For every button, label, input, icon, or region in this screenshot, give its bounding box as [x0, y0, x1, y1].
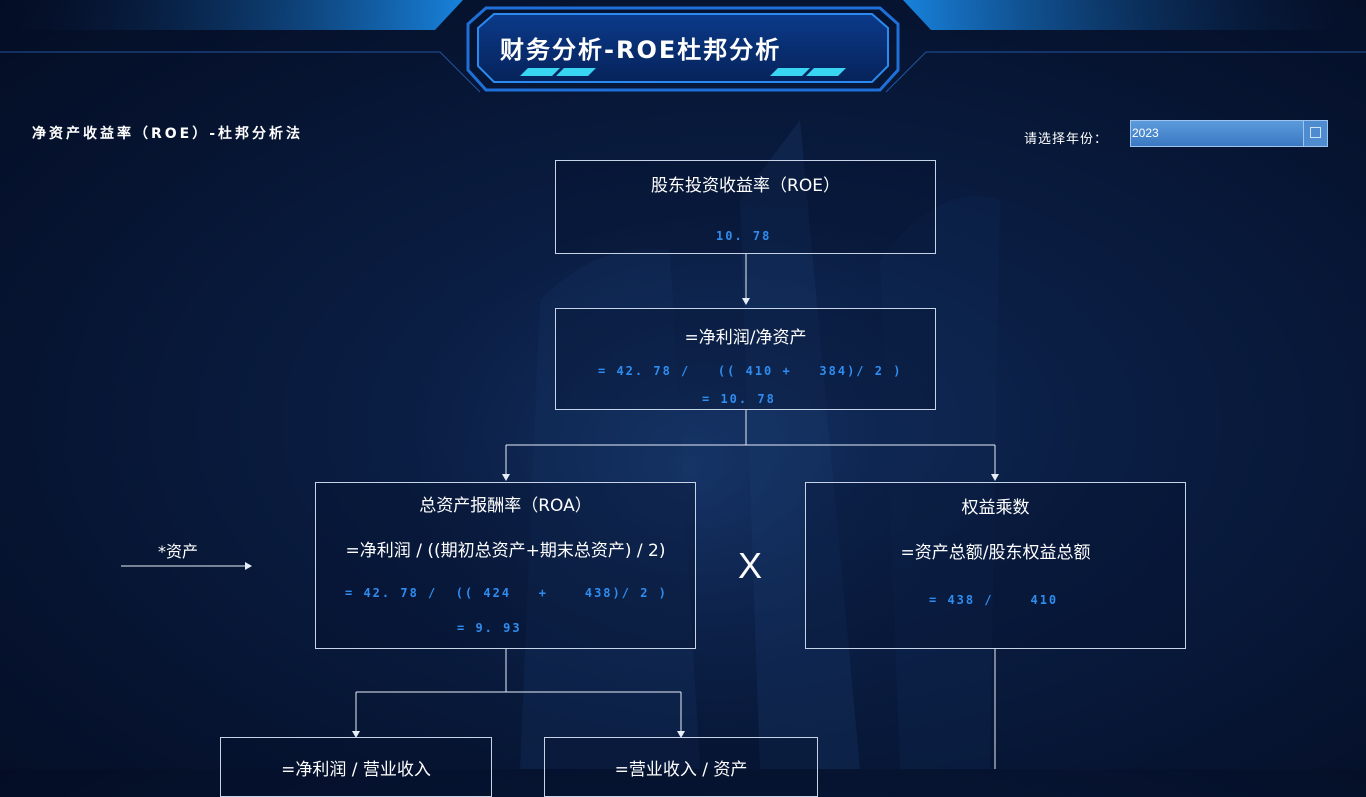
calendar-icon	[1310, 127, 1321, 138]
year-select[interactable]: 2023	[1130, 120, 1328, 147]
roe-formula: =净利润/净资产	[684, 328, 807, 348]
year-filter-label: 请选择年份：	[1024, 132, 1109, 147]
equity-title: 权益乘数	[961, 498, 1030, 518]
asset-turnover-formula: =营业收入 / 资产	[614, 760, 748, 780]
net-margin-box: =净利润 / 营业收入	[220, 737, 492, 797]
roa-box: 总资产报酬率（ROA） =净利润 / ((期初总资产+期末总资产) / 2) =…	[315, 482, 696, 649]
calendar-button[interactable]	[1303, 121, 1327, 146]
equity-multiplier-box: 权益乘数 =资产总额/股东权益总额 = 438 / 410	[805, 482, 1186, 649]
equity-calc: = 438 / 410	[929, 593, 1059, 607]
asset-turnover-box: =营业收入 / 资产	[544, 737, 818, 797]
roe-box: 股东投资收益率（ROE） 10. 78	[555, 160, 936, 254]
roe-value: 10. 78	[716, 229, 772, 243]
equity-formula: =资产总额/股东权益总额	[900, 543, 1091, 563]
year-select-value[interactable]: 2023	[1132, 126, 1159, 140]
roe-calc: = 42. 78 / (( 410 + 384)/ 2 )	[598, 364, 903, 378]
roa-title: 总资产报酬率（ROA）	[419, 496, 592, 516]
section-title: 净资产收益率（ROE）-杜邦分析法	[32, 126, 304, 142]
multiply-operator: X	[738, 545, 763, 586]
net-margin-formula: =净利润 / 营业收入	[281, 760, 431, 780]
side-note: *资产	[158, 542, 199, 561]
page-title: 财务分析-ROE杜邦分析	[500, 36, 782, 64]
roe-result: = 10. 78	[702, 392, 776, 406]
header-banner	[0, 0, 1366, 93]
roa-calc: = 42. 78 / (( 424 + 438)/ 2 )	[345, 586, 668, 600]
roa-formula: =净利润 / ((期初总资产+期末总资产) / 2)	[345, 541, 666, 561]
roe-title: 股东投资收益率（ROE）	[651, 176, 840, 196]
roe-formula-box: =净利润/净资产 = 42. 78 / (( 410 + 384)/ 2 ) =…	[555, 308, 936, 410]
connector-lines	[121, 253, 999, 769]
roa-result: = 9. 93	[457, 621, 522, 635]
